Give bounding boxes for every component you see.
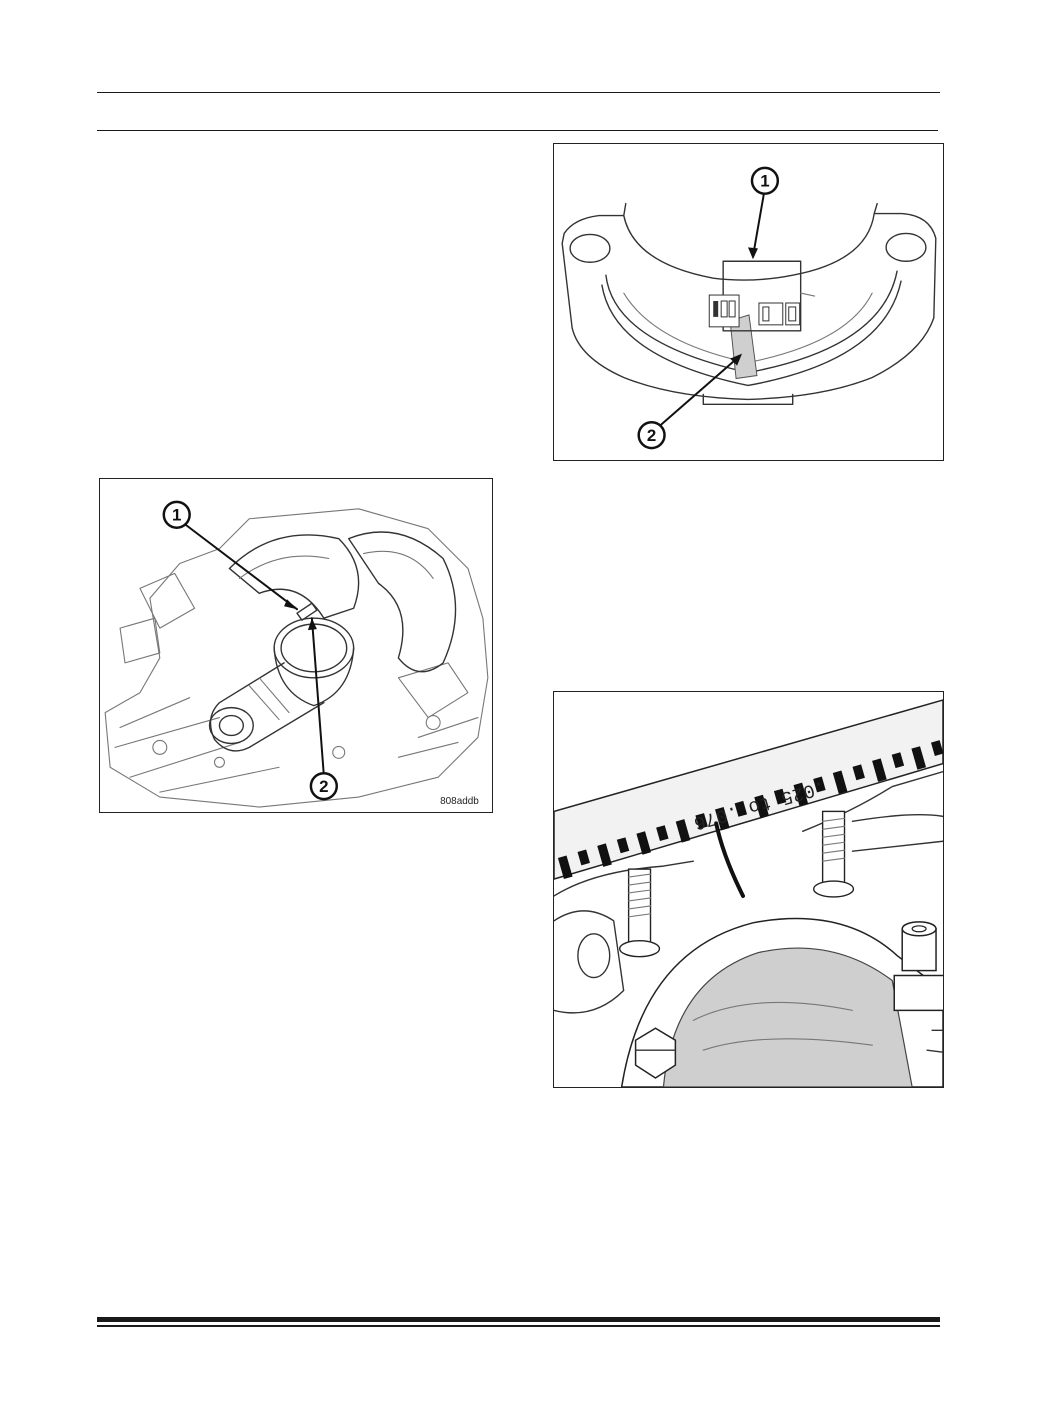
scale-tick [577, 849, 590, 866]
header-rule-top [97, 92, 940, 93]
figure-plastigage-scale: .025 to .076 [553, 691, 944, 1088]
bearing-cap-illustration: 1 2 [561, 166, 937, 450]
callout-2: 2 [309, 771, 338, 801]
scale-tick [832, 770, 848, 794]
scale-tick [852, 764, 865, 781]
callout-2: 2 [637, 420, 666, 450]
plastigage-scale-illustration: .025 to .076 [554, 699, 943, 1087]
scale-tick [636, 831, 652, 855]
callout-1: 1 [750, 166, 780, 195]
svg-text:2: 2 [647, 426, 656, 445]
nut-right [893, 921, 943, 1012]
footer-rule-thick [97, 1317, 940, 1322]
scale-tick [695, 813, 708, 829]
svg-text:1: 1 [172, 506, 181, 525]
figure-bearing-cap-plastigage: 1 2 [553, 143, 944, 461]
scale-ticks [557, 740, 943, 880]
crankshaft-illustration: 1 2 808addb [104, 500, 489, 808]
scale-tick [754, 794, 769, 819]
scale-tick [813, 776, 826, 793]
figure-crankshaft-thrust-bearing: 1 2 808addb [99, 478, 493, 813]
scale-tick [773, 788, 787, 805]
svg-text:2: 2 [319, 777, 328, 796]
scale-tick [872, 758, 887, 782]
figure-code: 808addb [440, 796, 479, 807]
scale-tick [930, 740, 943, 756]
scale-tick [656, 825, 669, 842]
scale-tick [675, 819, 691, 843]
scale-tick [793, 782, 809, 807]
stud-right [812, 810, 855, 898]
stud-left [618, 868, 661, 958]
scale-tick [715, 806, 730, 831]
scale-card-marks [708, 294, 801, 328]
nut-left [634, 1027, 677, 1079]
callout-1: 1 [162, 500, 191, 529]
header-rule-bottom [97, 130, 938, 131]
scale-tick [734, 800, 748, 817]
svg-text:1: 1 [760, 172, 769, 191]
scale-tick [891, 752, 905, 769]
scale-tick [616, 837, 630, 854]
scale-tick [597, 843, 612, 867]
footer-rule-thin [97, 1325, 940, 1327]
scale-tick [557, 855, 573, 880]
scale-tick [911, 746, 927, 770]
